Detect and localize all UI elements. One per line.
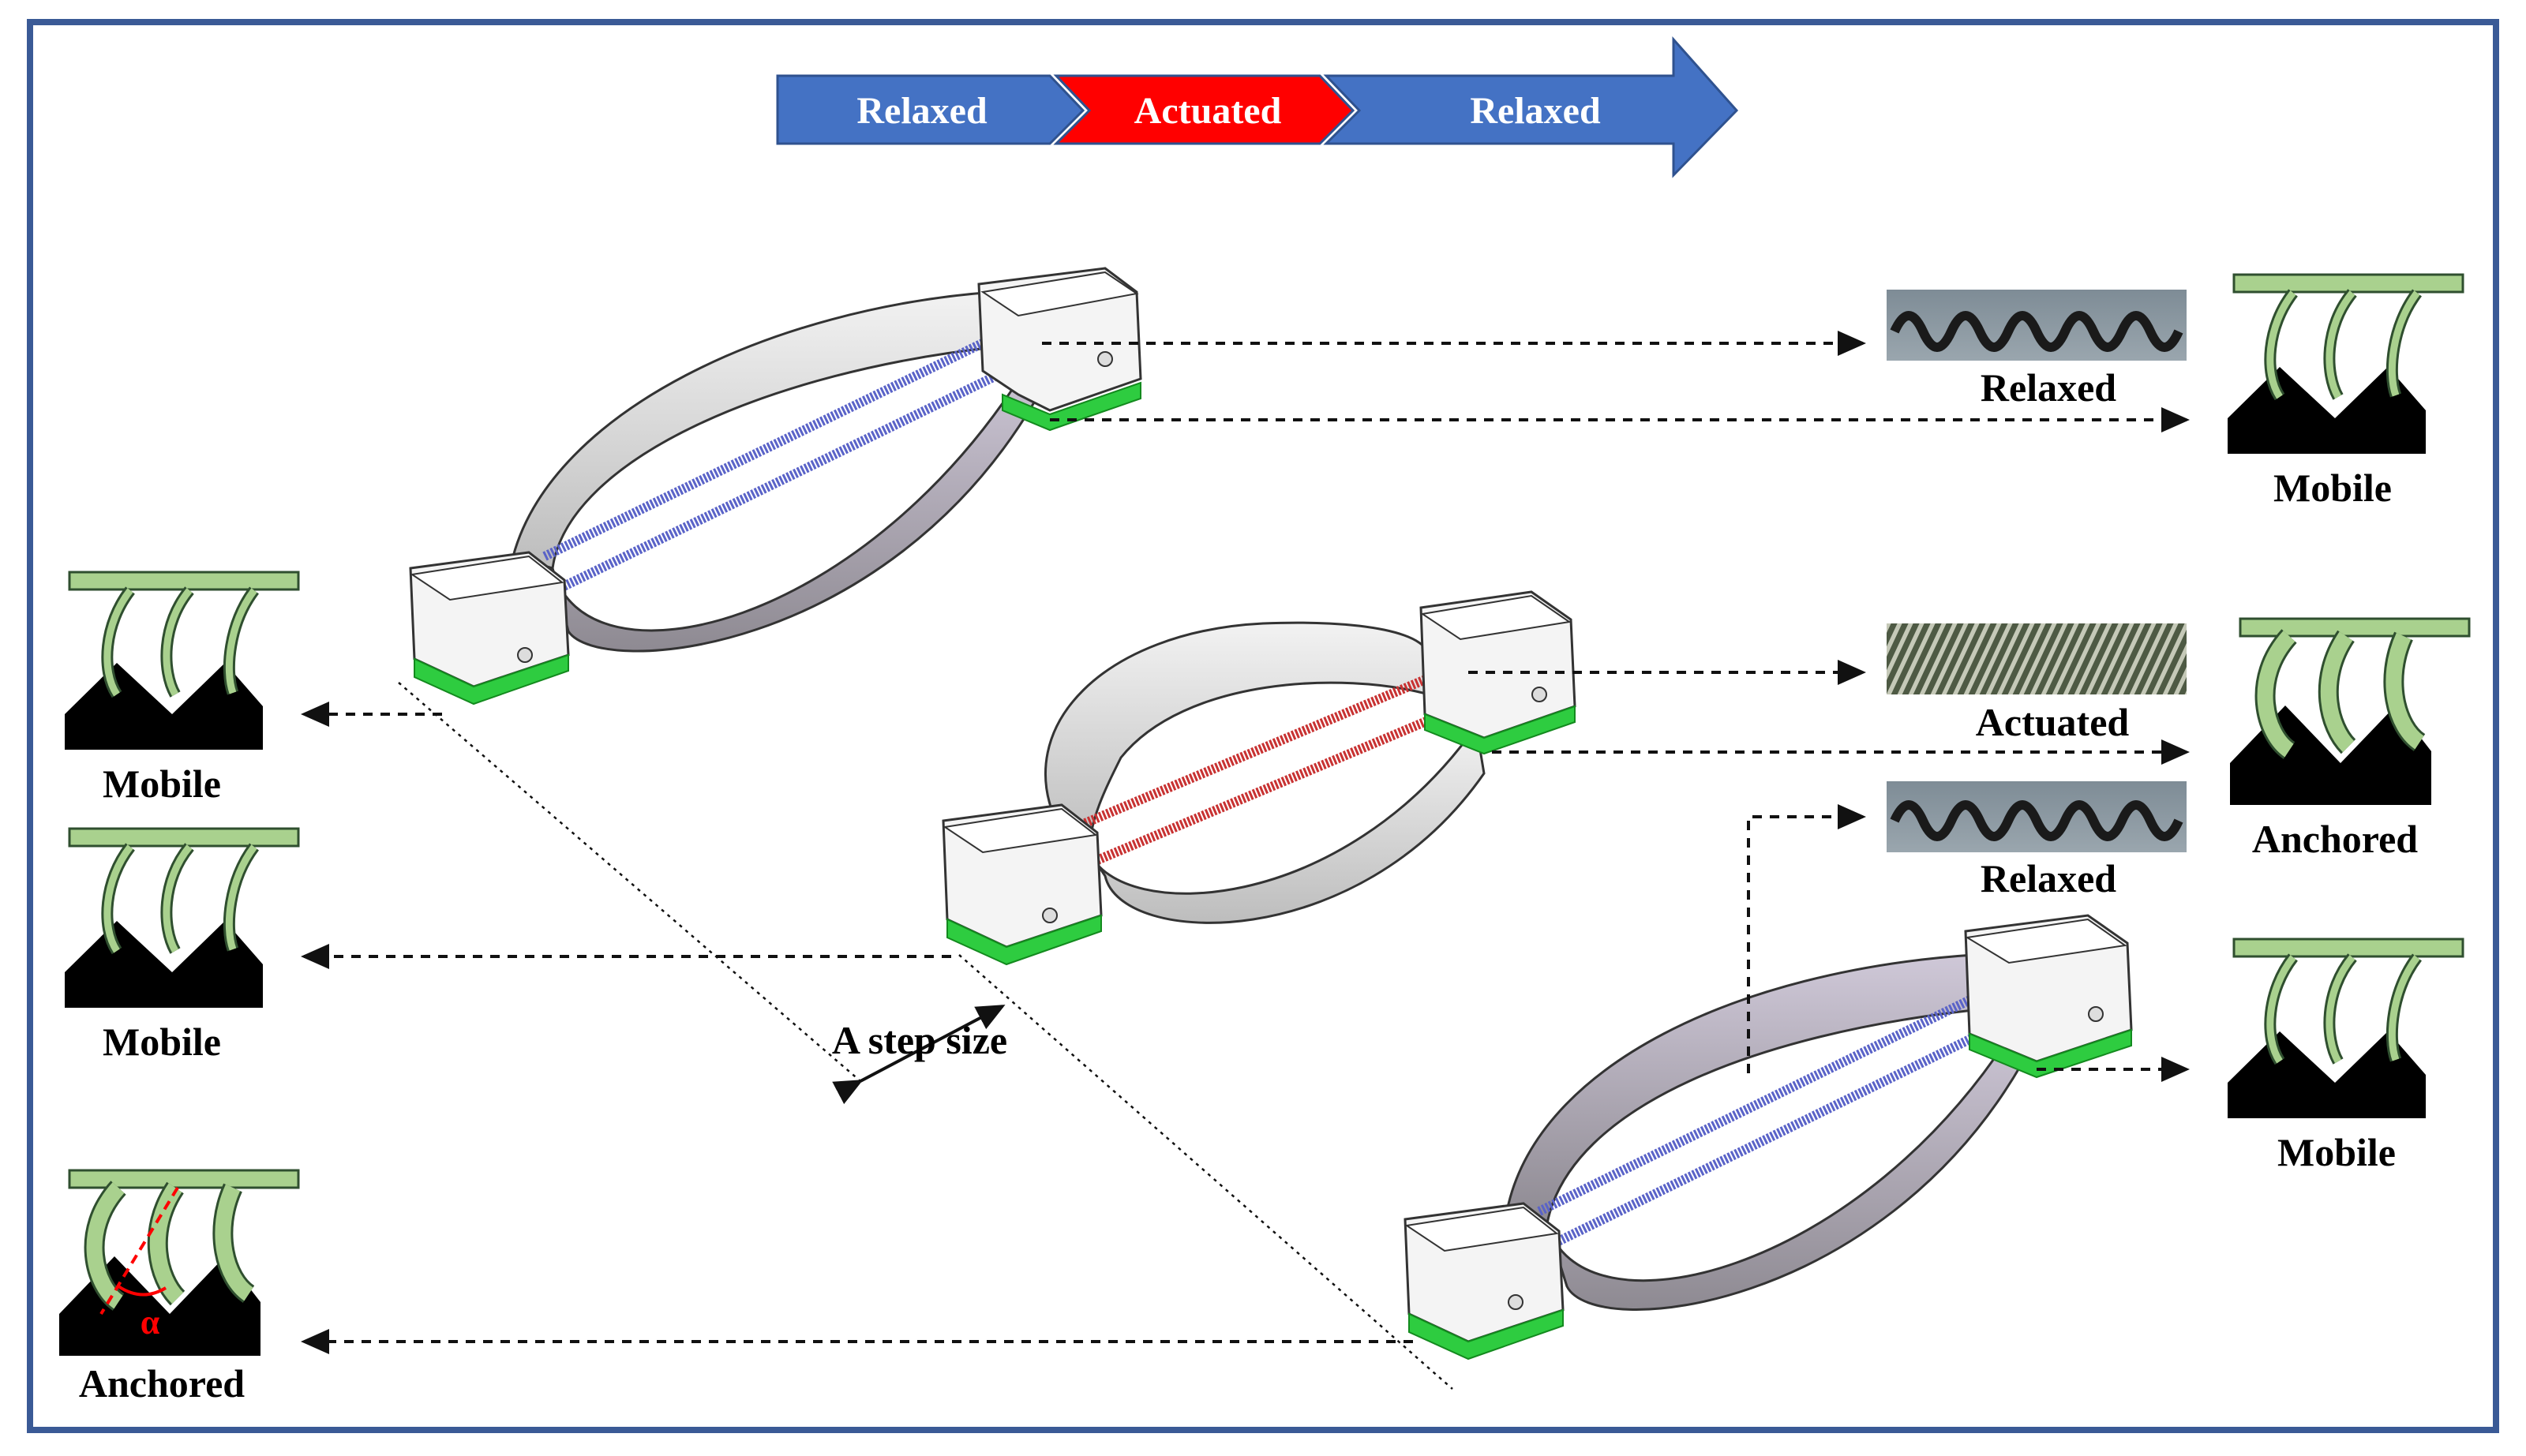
right-state-label-1: Mobile (2273, 466, 2392, 510)
phase-segment-relaxed-1 (776, 74, 1085, 145)
spring-label-1: Relaxed (1981, 365, 2116, 410)
microspine-right-mobile-2: Mobile (2228, 938, 2464, 1174)
angle-alpha-label: α (141, 1303, 160, 1342)
phase-label-2: Actuated (1134, 90, 1282, 132)
microspine-left-anchored: α Anchored (59, 1169, 300, 1405)
microspine-right-anchored: Anchored (2230, 617, 2471, 861)
phase-arrow: Relaxed Actuated Relaxed (776, 36, 1739, 178)
phase-label-3: Relaxed (1470, 90, 1601, 132)
spring-label-3: Relaxed (1981, 856, 2116, 900)
spring-wire-actuated (1079, 670, 1439, 829)
microspine-left-mobile-1: Mobile (65, 571, 300, 806)
right-state-label-3: Mobile (2277, 1130, 2396, 1174)
left-state-label-2: Mobile (103, 1020, 221, 1064)
spring-photo-relaxed-1: Relaxed (1887, 290, 2187, 410)
step-size-guides: A step size (398, 682, 1453, 1390)
right-state-label-2: Anchored (2252, 817, 2418, 861)
left-state-label-1: Mobile (103, 762, 221, 806)
figure-frame (27, 19, 2499, 1433)
spring-wire-relaxed (542, 331, 1001, 561)
spring-photo-relaxed-2: Relaxed (1887, 781, 2187, 900)
robot-relaxed-bottom (1404, 914, 2133, 1361)
phase-segment-relaxed-2 (1323, 36, 1739, 178)
microspine-right-mobile-1: Mobile (2228, 273, 2464, 510)
phase-label-1: Relaxed (856, 90, 988, 132)
step-size-label: A step size (832, 1018, 1007, 1062)
spring-photo-actuated: Actuated (1887, 623, 2187, 744)
dashed-arrows (301, 331, 2190, 1354)
phase-segment-actuated (1053, 74, 1355, 145)
robot-actuated-middle (942, 590, 1576, 966)
left-state-label-3: Anchored (79, 1361, 245, 1405)
microspine-left-mobile-2: Mobile (65, 827, 300, 1064)
robot-relaxed-top (409, 267, 1142, 706)
spring-label-2: Actuated (1976, 700, 2130, 744)
